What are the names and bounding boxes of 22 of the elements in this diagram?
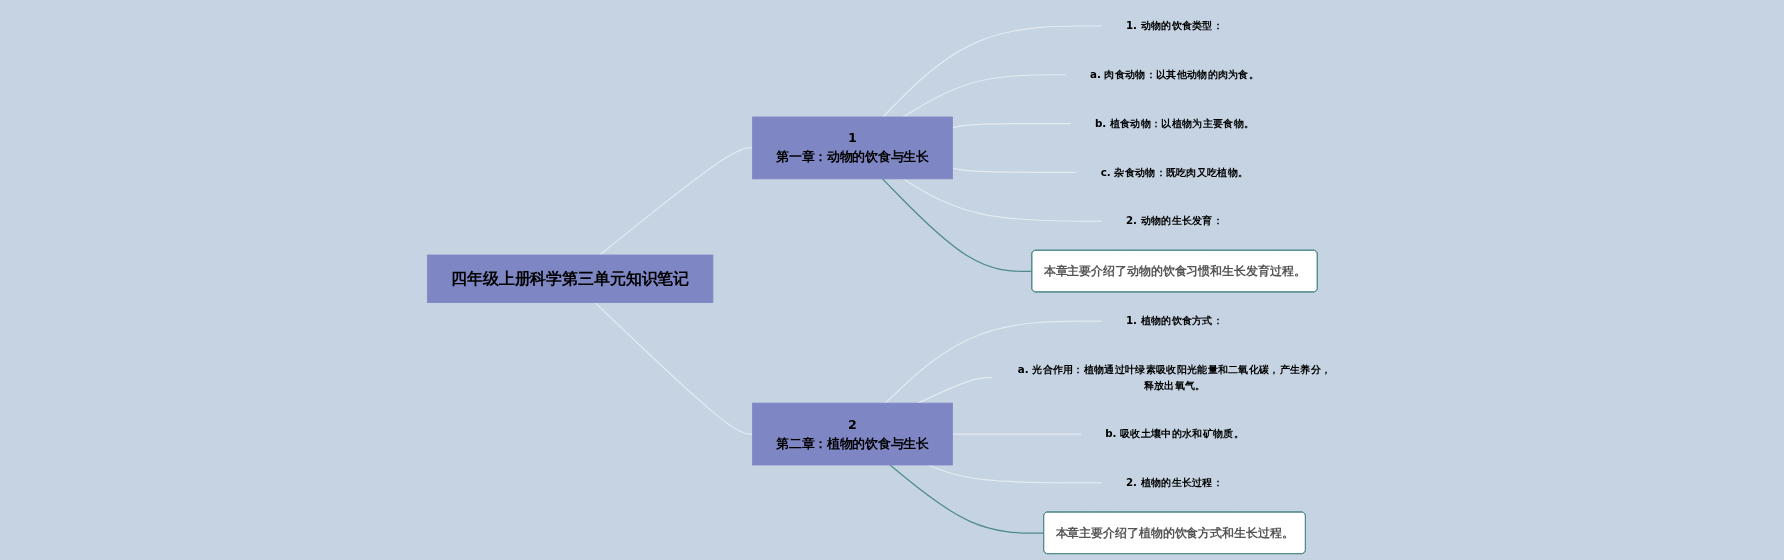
connector	[902, 178, 1103, 222]
connector	[951, 122, 1072, 129]
node-text: a. 肉食动物：以其他动物的肉为食。	[1089, 68, 1259, 81]
node-text: 2. 动物的生长发育：	[1125, 214, 1223, 227]
node-text: c. 杂食动物：既吃肉又吃植物。	[1100, 166, 1249, 179]
node-box: 四年级上册科学第三单元知识笔记	[426, 254, 714, 303]
connector	[598, 147, 753, 256]
node-text: 1. 植物的饮食方式：	[1125, 314, 1223, 327]
connector	[884, 320, 1103, 404]
node-text: 2. 植物的生长过程：	[1125, 476, 1223, 489]
node-text: 1. 动物的饮食类型：	[1125, 19, 1223, 32]
connector	[594, 302, 753, 435]
connector	[951, 167, 1078, 173]
node-box: 2 第二章：植物的饮食与生长	[752, 402, 953, 466]
connector	[881, 178, 1033, 273]
node-text: a. 光合作用：植物通过叶绿素吸收阳光能量和二氧化碳，产生养分，释放出氧气。	[1017, 363, 1332, 392]
node-text: b. 吸收土壤中的水和矿物质。	[1105, 427, 1244, 440]
node-text: b. 植食动物：以植物为主要食物。	[1094, 117, 1254, 130]
connector	[917, 376, 993, 404]
node-box: 1 第一章：动物的饮食与生长	[752, 116, 953, 180]
connector	[882, 25, 1103, 118]
connector	[889, 464, 1045, 534]
